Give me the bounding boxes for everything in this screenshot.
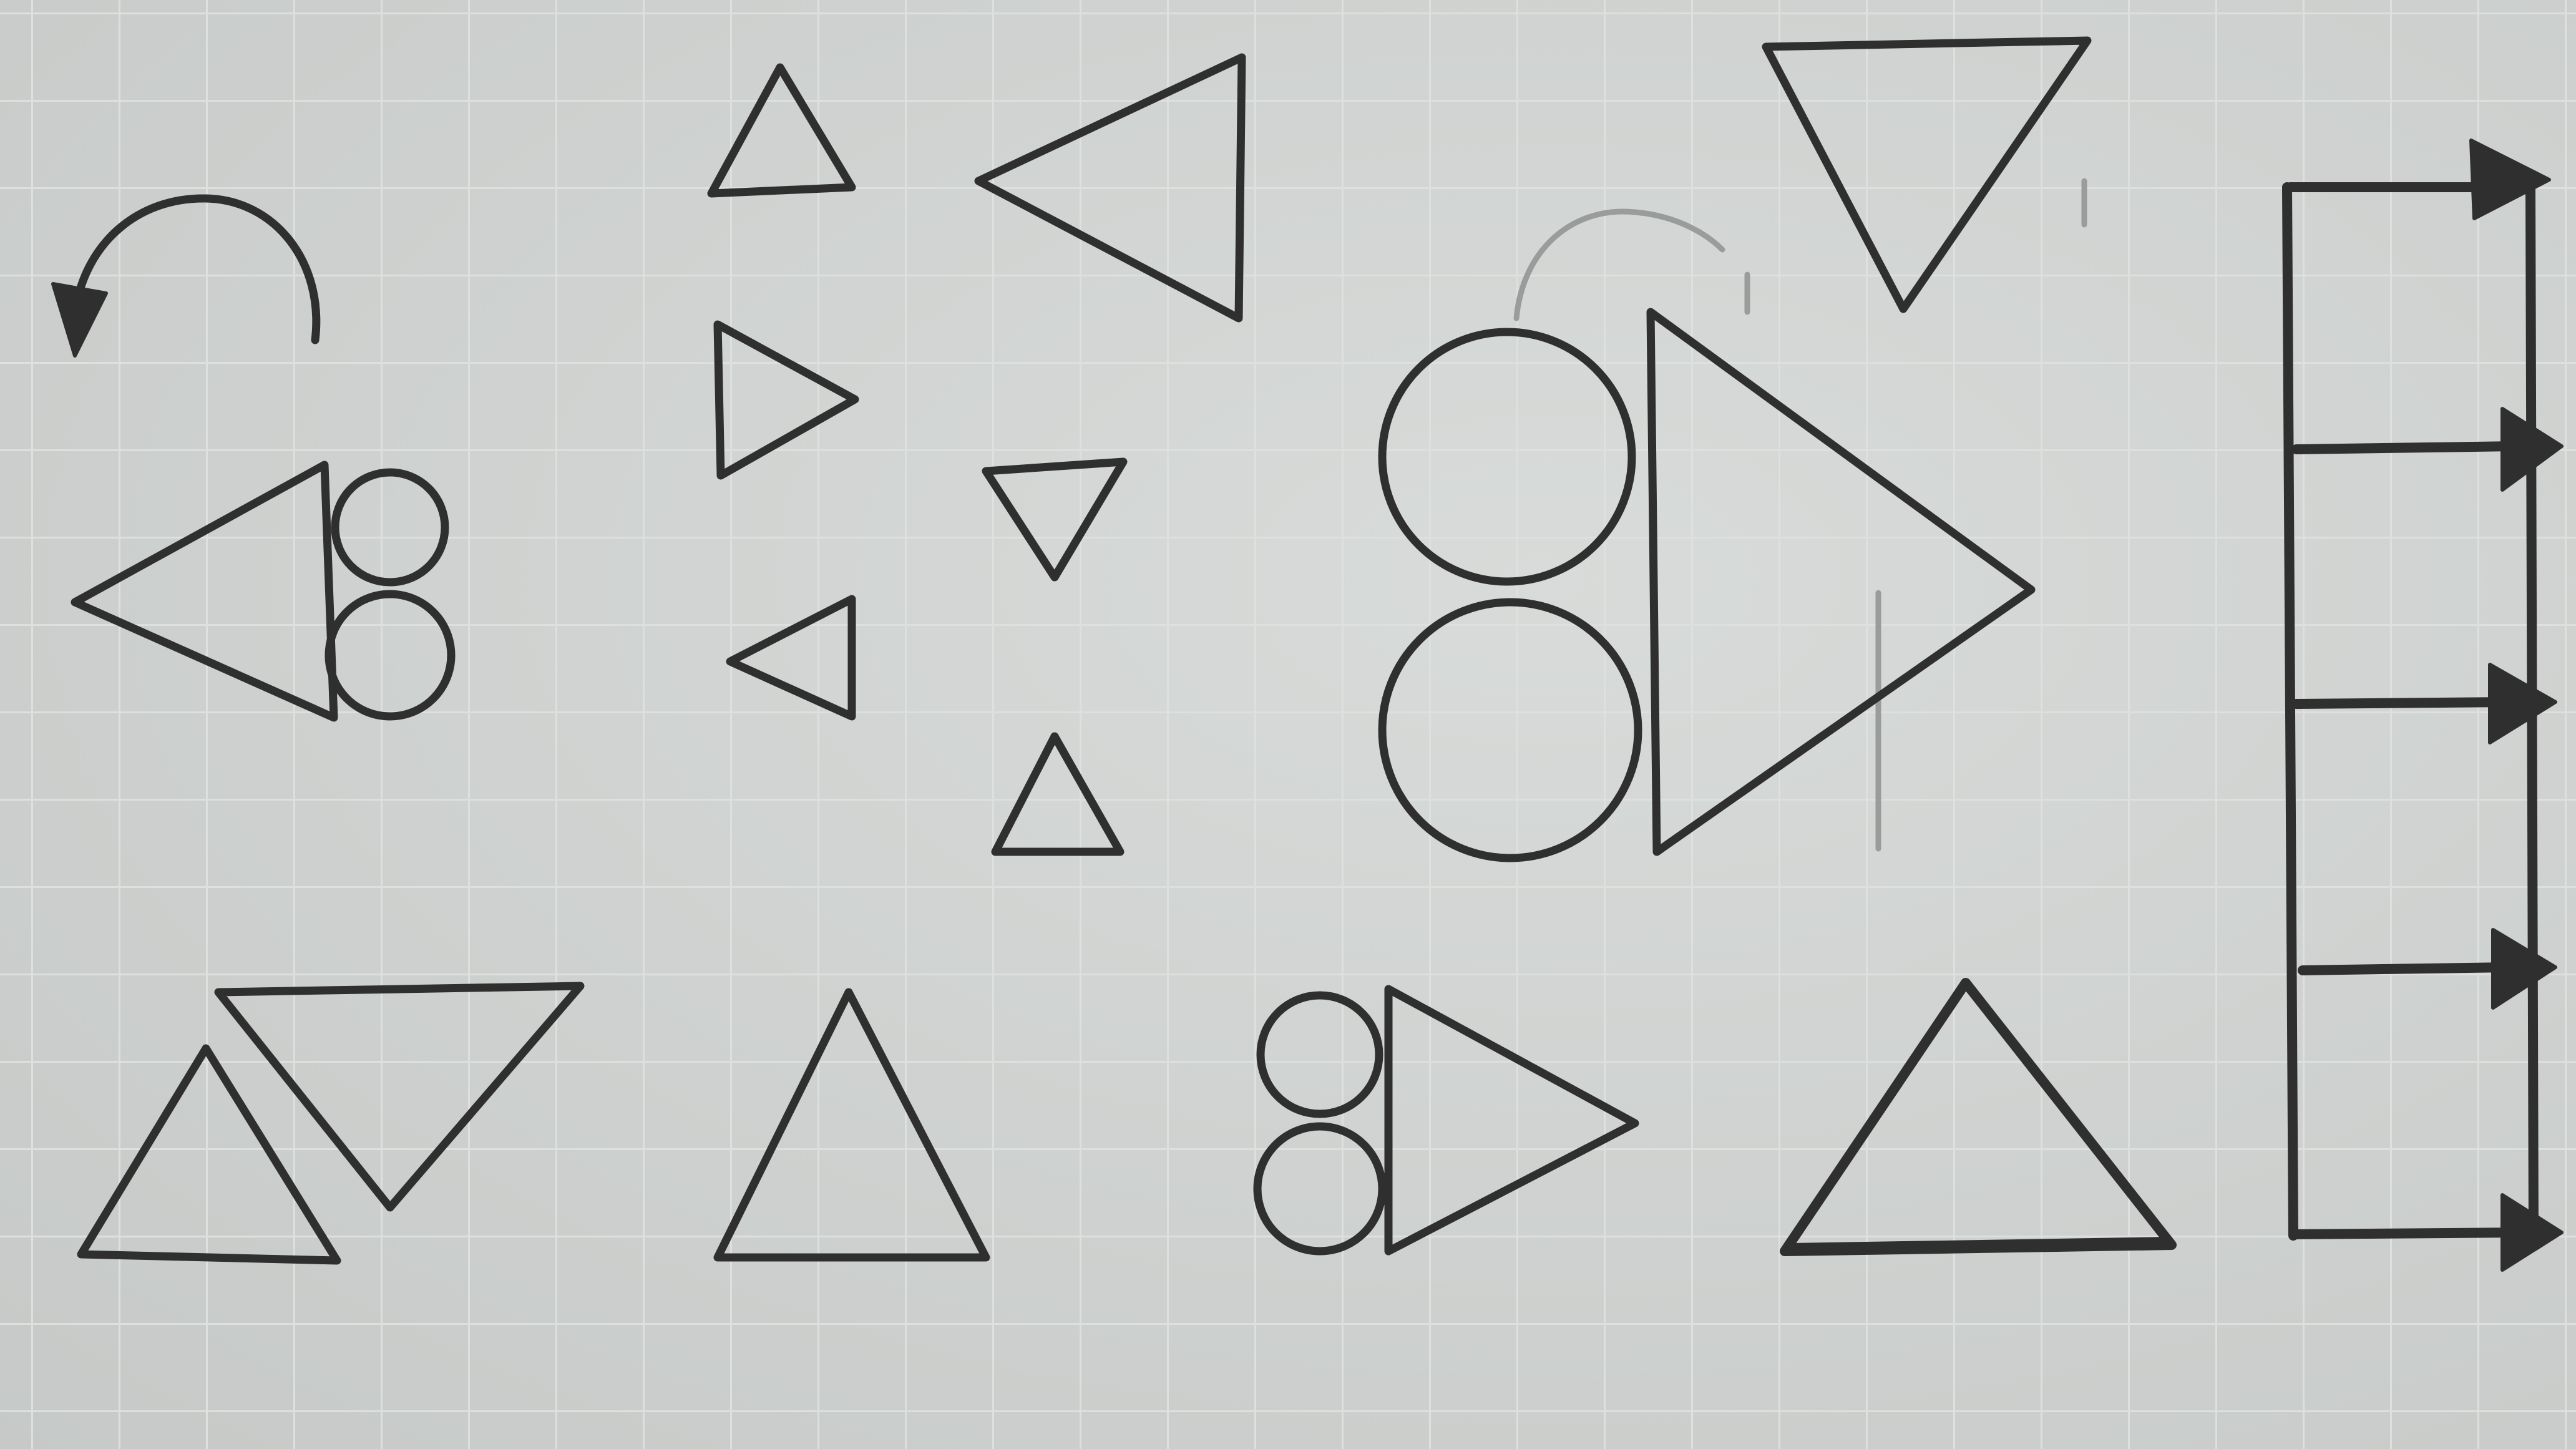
curved-arrow	[51, 194, 321, 358]
small-triangle-up-2	[991, 732, 1125, 856]
triangle-with-two-circles-left	[71, 461, 456, 722]
arrowhead-icon	[2500, 407, 2564, 492]
small-triangle-up	[707, 63, 856, 198]
small-triangle-right	[713, 320, 859, 480]
small-triangle-left	[726, 595, 856, 721]
arrowhead-icon	[2491, 928, 2557, 1010]
large-triangle-left	[974, 53, 1246, 323]
arrowhead-icon	[2488, 663, 2557, 744]
medium-triangle-up	[713, 988, 990, 1262]
faint-pencil-marks	[1513, 178, 2087, 852]
large-triangle-down	[1762, 36, 2092, 313]
triangle-pair-overlap	[77, 982, 585, 1265]
large-triangle-up	[1780, 978, 2177, 1256]
arrowhead-icon	[2469, 139, 2551, 220]
small-triangle-down	[982, 457, 1128, 582]
triangle-right-with-two-circles	[1253, 985, 1639, 1256]
arrowhead-icon	[2500, 1193, 2564, 1272]
big-triangle-right-with-two-circles	[1378, 308, 2036, 862]
arrow-ladder	[2282, 139, 2564, 1272]
arrowhead-icon	[51, 282, 108, 358]
